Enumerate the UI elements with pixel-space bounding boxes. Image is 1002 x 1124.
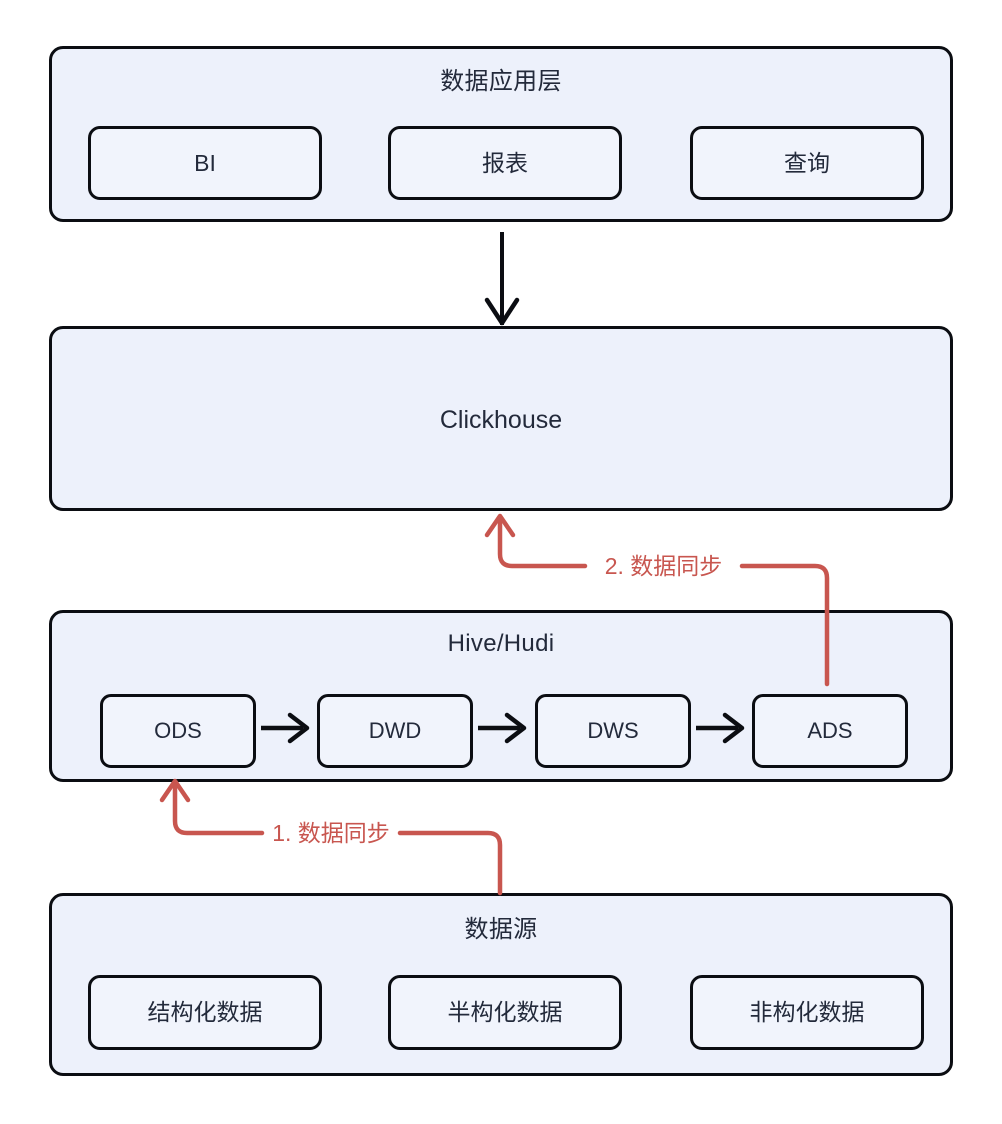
layer-data-source: 数据源 结构化数据 半构化数据 非构化数据	[49, 893, 953, 1076]
node-semi-structured-data[interactable]: 半构化数据	[388, 975, 622, 1050]
node-unstructured-data[interactable]: 非构化数据	[690, 975, 924, 1050]
node-dwd[interactable]: DWD	[317, 694, 473, 768]
layer-data-application: 数据应用层 BI 报表 查询	[49, 46, 953, 222]
layer-title-clickhouse: Clickhouse	[439, 406, 563, 434]
connector-label-sync-1: 1. 数据同步	[272, 820, 390, 846]
layer-title-hive-hudi: Hive/Hudi	[447, 630, 555, 657]
node-dws[interactable]: DWS	[535, 694, 691, 768]
node-ads[interactable]: ADS	[752, 694, 908, 768]
node-ods[interactable]: ODS	[100, 694, 256, 768]
layer-title-data-application: 数据应用层	[440, 68, 562, 95]
layer-clickhouse: Clickhouse	[49, 326, 953, 511]
layer-hive-hudi: Hive/Hudi ODS DWD DWS ADS	[49, 610, 953, 782]
node-query[interactable]: 查询	[690, 126, 924, 200]
connector-label-sync-2: 2. 数据同步	[604, 553, 723, 579]
node-structured-data[interactable]: 结构化数据	[88, 975, 322, 1050]
connector-clickhouse-to-application	[484, 232, 520, 326]
layer-title-data-source: 数据源	[464, 916, 538, 943]
node-report[interactable]: 报表	[388, 126, 622, 200]
node-bi[interactable]: BI	[88, 126, 322, 200]
